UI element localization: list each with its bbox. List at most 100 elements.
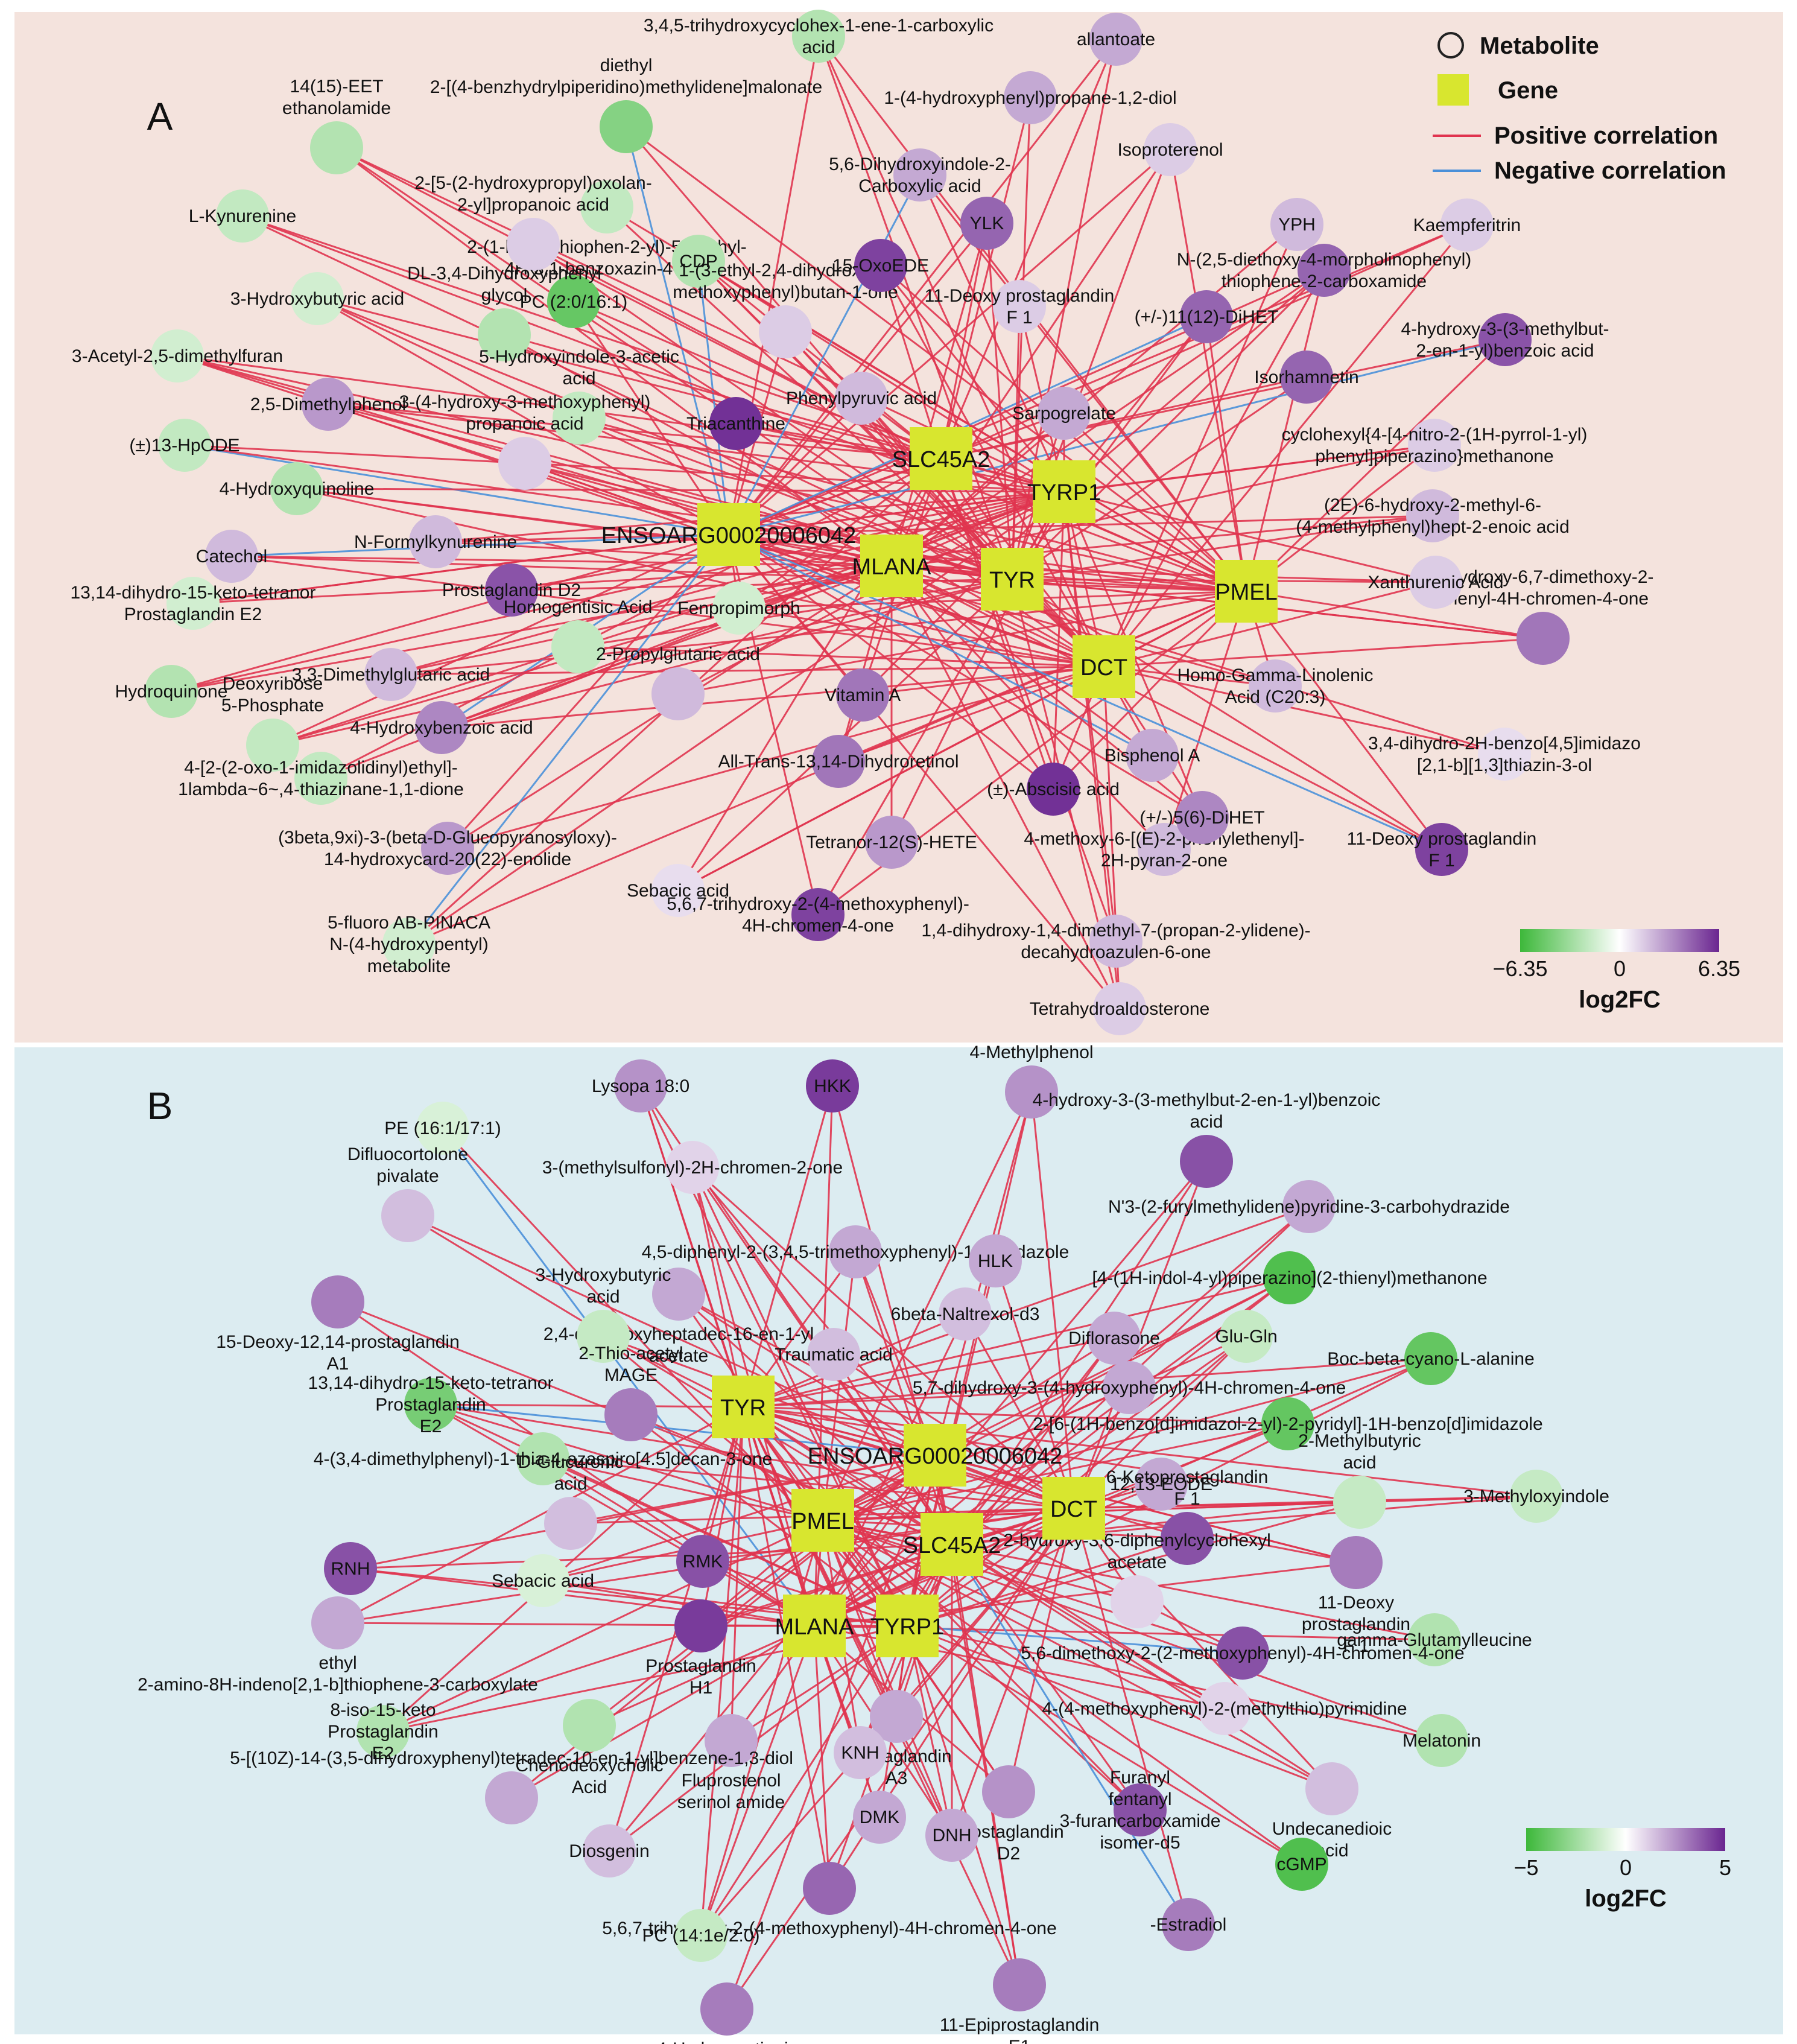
metabolite-node[interactable]: Catechol xyxy=(196,530,267,583)
gene-node-mlana[interactable]: MLANA xyxy=(775,1595,855,1657)
metabolite-node[interactable]: 5-fluoro AB-PINACAN-(4-hydroxypentyl)met… xyxy=(328,913,490,976)
gene-node-dct[interactable]: DCT xyxy=(1042,1477,1105,1540)
metabolite-node[interactable]: Hydroquinone xyxy=(115,665,228,718)
metabolite-node[interactable]: 3-(methylsulfonyl)-2H-chromen-2-one xyxy=(542,1141,843,1194)
metabolite-node[interactable]: 3,4,5-trihydroxycyclohex-1-ene-1-carboxy… xyxy=(644,10,994,63)
metabolite-node[interactable]: 2-Propylglutaric acid xyxy=(596,644,760,720)
metabolite-node[interactable]: Triacanthine xyxy=(686,397,785,450)
gene-node-tyrp1[interactable]: TYRP1 xyxy=(870,1595,944,1657)
metabolite-node[interactable]: 4-HydroxyretinoicAcid xyxy=(656,1982,797,2044)
metabolite-node[interactable]: 5,6-Dihydroxyindole-2-Carboxylic acid xyxy=(829,148,1011,202)
gene-node-mlana[interactable]: MLANA xyxy=(852,535,932,597)
metabolite-node[interactable]: ethyl2-amino-8H-indeno[2,1-b]thiophene-3… xyxy=(138,1596,538,1695)
metabolite-node[interactable]: KNH xyxy=(834,1726,887,1779)
metabolite-node[interactable]: 4-(3,4-dimethylphenyl)-1-thia-4-azaspiro… xyxy=(314,1432,772,1485)
metabolite-node[interactable]: 4-hydroxy-3-(3-methylbut-2-en-1-yl)benzo… xyxy=(1401,313,1609,366)
metabolite-node[interactable]: (+/-)5(6)-DiHET xyxy=(1139,791,1265,844)
metabolite-node[interactable]: 3,3-Dimethylglutaric acid xyxy=(292,648,490,701)
metabolite-node[interactable]: Vitamin A xyxy=(825,668,901,722)
metabolite-node[interactable]: Traumatic acid xyxy=(775,1328,893,1381)
metabolite-node[interactable]: Xanthurenic Acid xyxy=(1368,556,1504,609)
metabolite-node[interactable]: 4-Hydroxybenzoic acid xyxy=(350,701,533,754)
metabolite-node[interactable]: 5-[(10Z)-14-(3,5-dihydroxyphenyl)tetrade… xyxy=(230,1748,793,1824)
metabolite-node[interactable]: Tetranor-12(S)-HETE xyxy=(806,816,977,869)
metabolite-node[interactable]: cyclohexyl{4-[4-nitro-2-(1H-pyrrol-1-yl)… xyxy=(1282,419,1588,472)
gene-node-ensoarg00020006042[interactable]: ENSOARG00020006042 xyxy=(808,1424,1063,1487)
metabolite-node[interactable]: 3-Hydroxybutyric acid xyxy=(230,272,404,325)
metabolite-node[interactable]: 5-hydroxy-6,7-dimethoxy-2-phenyl-4H-chro… xyxy=(1433,567,1654,665)
metabolite-node[interactable]: Tetrahydroaldosterone xyxy=(1030,982,1210,1035)
metabolite-node[interactable]: RMK xyxy=(676,1535,729,1588)
metabolite-node[interactable]: 3-Methyloxyindole xyxy=(1463,1470,1609,1523)
metabolite-node[interactable]: Phenylpyruvic acid xyxy=(786,372,937,425)
metabolite-node[interactable]: YPH xyxy=(1270,198,1323,251)
metabolite-node[interactable]: 3,4-dihydro-2H-benzo[4,5]imidazo[2,1-b][… xyxy=(1368,728,1641,781)
metabolite-node[interactable]: N-Formylkynurenine xyxy=(354,515,517,568)
metabolite-node[interactable]: 15-OxoEDE xyxy=(832,239,929,292)
metabolite-node[interactable]: HLK xyxy=(969,1234,1022,1287)
metabolite-node[interactable]: L-Kynurenine xyxy=(189,189,296,243)
metabolite-node[interactable]: (2E)-6-hydroxy-2-methyl-6-(4-methylpheny… xyxy=(1296,489,1570,542)
metabolite-node[interactable]: Isoproterenol xyxy=(1117,123,1223,176)
metabolite-node[interactable]: [4-(1H-indol-4-yl)piperazino](2-thienyl)… xyxy=(1092,1251,1488,1304)
metabolite-node[interactable]: 4-Hydroxyquinoline xyxy=(220,462,375,515)
metabolite-node[interactable]: 5,6-dimethoxy-2-(2-methoxyphenyl)-4H-chr… xyxy=(1021,1627,1465,1680)
metabolite-node[interactable]: (±)13-HpODE xyxy=(129,419,240,472)
metabolite-node[interactable]: Boc-beta-cyano-L-alanine xyxy=(1327,1332,1535,1385)
metabolite-node[interactable]: 3-(4-hydroxy-3-methoxyphenyl)propanoic a… xyxy=(399,392,651,490)
gene-node-slc45a2[interactable]: SLC45A2 xyxy=(892,427,990,490)
metabolite-node[interactable]: Isorhamnetin xyxy=(1254,351,1359,404)
metabolite-node[interactable]: Fenpropimorph xyxy=(677,582,800,635)
metabolite-node[interactable]: 3-Acetyl-2,5-dimethylfuran xyxy=(72,329,283,382)
metabolite-node[interactable]: Diflorasone xyxy=(1068,1312,1160,1365)
gene-node-tyr[interactable]: TYR xyxy=(712,1376,775,1438)
gene-node-tyr[interactable]: TYR xyxy=(981,548,1044,611)
metabolite-node[interactable]: Sarpogrelate xyxy=(1012,387,1116,440)
metabolite-node[interactable]: (+/-)11(12)-DiHET xyxy=(1135,290,1279,343)
metabolite-node[interactable]: 13,14-dihydro-15-keto-tetranorProstaglan… xyxy=(71,577,316,630)
metabolite-node[interactable]: 11-EpiprostaglandinE1 xyxy=(940,1958,1100,2044)
metabolite-node[interactable]: Glu-Gln xyxy=(1215,1310,1278,1363)
metabolite-node[interactable]: N'3-(2-furylmethylidene)pyridine-3-carbo… xyxy=(1108,1180,1510,1233)
metabolite-node[interactable]: 4-(4-methoxyphenyl)-2-(methylthio)pyrimi… xyxy=(1042,1682,1407,1735)
metabolite-node[interactable]: Sebacic acid xyxy=(627,864,729,917)
metabolite-node[interactable]: Furanylfentanyl3-furancarboxamideisomer-… xyxy=(1060,1768,1221,1853)
metabolite-node[interactable]: 12,13-EODE xyxy=(1110,1458,1212,1511)
gene-node-pmel[interactable]: PMEL xyxy=(1215,560,1278,623)
metabolite-node[interactable]: DMK xyxy=(853,1791,906,1844)
metabolite-node[interactable]: (±)-Abscisic acid xyxy=(987,763,1120,816)
gene-node-slc45a2[interactable]: SLC45A2 xyxy=(903,1513,1001,1576)
metabolite-node[interactable]: (3beta,9xi)-3-(beta-D-Glucopyranosyloxy)… xyxy=(278,822,617,875)
metabolite-node[interactable]: 4-[2-(2-oxo-1-imidazolidinyl)ethyl]-1lam… xyxy=(178,752,464,805)
metabolite-node[interactable]: CDP xyxy=(672,235,725,288)
metabolite-node[interactable]: Bisphenol A xyxy=(1105,729,1200,782)
metabolite-node[interactable]: 6beta-Naltrexol-d3 xyxy=(891,1287,1040,1341)
metabolite-node[interactable]: PE (16:1/17:1) xyxy=(384,1102,501,1155)
metabolite-node[interactable]: 4-methoxy-6-[(E)-2-phenylethenyl]-2H-pyr… xyxy=(1024,823,1305,876)
metabolite-node[interactable]: DNH xyxy=(925,1809,978,1862)
metabolite-node[interactable]: -Estradiol xyxy=(1150,1898,1227,1951)
metabolite-node[interactable]: 13,14-dihydro-15-keto-tetranorProstaglan… xyxy=(308,1373,554,1436)
metabolite-node[interactable]: All-Trans-13,14-Dihydroretinol xyxy=(718,735,959,788)
metabolite-node[interactable]: Diosgenin xyxy=(569,1824,650,1877)
metabolite-node[interactable]: 5,6,7-trihydroxy-2-(4-methoxyphenyl)-4H-… xyxy=(667,888,969,941)
metabolite-node[interactable]: 4-Methylphenol xyxy=(969,1043,1094,1119)
gene-node-pmel[interactable]: PMEL xyxy=(791,1489,854,1552)
metabolite-node[interactable]: 2-[6-(1H-benzo[d]imidazol-2-yl)-2-pyridy… xyxy=(1033,1397,1543,1450)
metabolite-node[interactable]: 1-(4-hydroxyphenyl)propane-1,2-diol xyxy=(884,71,1177,124)
